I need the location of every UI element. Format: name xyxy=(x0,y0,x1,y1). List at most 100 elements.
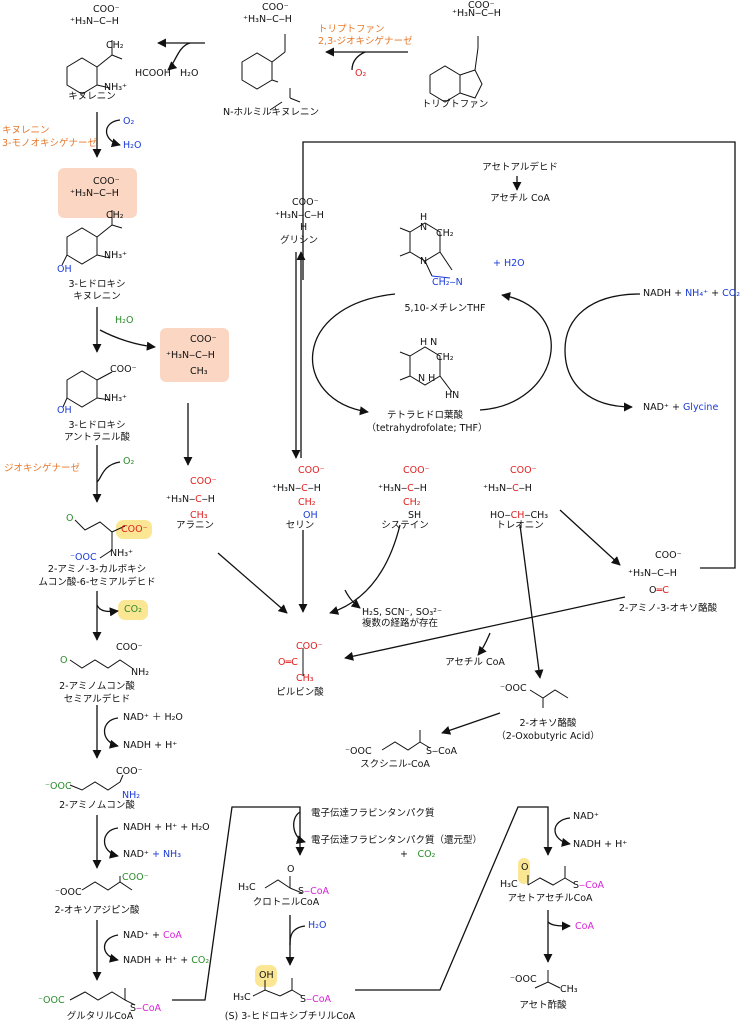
ams-structure xyxy=(69,659,133,669)
threonine-group: ⁺H₃N‒C‒H xyxy=(483,483,532,494)
glut-structure xyxy=(69,988,136,1006)
o2-kmo: O₂ xyxy=(123,116,135,127)
dioxygenase-curve xyxy=(96,461,121,483)
thf-ch2a: CH₂ xyxy=(436,228,454,239)
formamidase-curve xyxy=(167,42,191,71)
acms-label: 2-アミノ-3-カルボキシ ムコン酸-6-セミアルデヒド xyxy=(38,564,156,588)
glut-ooc: ⁻OOC xyxy=(38,995,65,1006)
aob-coo: COO⁻ xyxy=(655,550,682,561)
ams-label: 2-アミノムコン酸 セミアルデヒド xyxy=(59,681,135,705)
hbd-curve xyxy=(554,817,571,847)
aac-s: S‒CoA xyxy=(573,880,605,891)
kmo-curve xyxy=(105,119,121,148)
h2o-formamidase: H₂O xyxy=(180,68,199,79)
alanine-label: アラニン xyxy=(175,520,215,531)
succinyl-label: スクシニル-CoA xyxy=(360,759,430,770)
am-ooc: ⁻OOC xyxy=(45,781,72,792)
cys-products-branch xyxy=(344,589,361,609)
glut-s: S‒CoA xyxy=(130,1003,162,1014)
oxo-ooc: ⁻OOC xyxy=(55,887,82,898)
kynurenine-coo: COO⁻ xyxy=(93,4,120,15)
co2-decarb: CO₂ xyxy=(124,604,142,615)
thf-ch2b: CH₂ xyxy=(436,352,454,363)
am-label: 2-アミノムコン酸 xyxy=(59,800,135,811)
methylene-thf-label: 5,10-メチレンTHF xyxy=(404,303,486,314)
h2o-shmt: + H2O xyxy=(493,258,525,269)
aob-group: ⁺H₃N‒C‒H xyxy=(628,568,677,579)
glycine-group: ⁺H₃N‒C‒H xyxy=(275,210,324,221)
thf-n2: N xyxy=(420,256,428,267)
hb-structure xyxy=(252,978,303,997)
enzyme-tdo-label: トリプトファン 2,3-ジオキシゲナーゼ xyxy=(318,24,413,47)
loop-top-line xyxy=(302,141,736,569)
pyruvate-ch3: CH₃ xyxy=(296,673,314,684)
succinyl-ooc: ⁻OOC xyxy=(345,746,372,757)
aac-label: アセトアセチルCoA xyxy=(507,893,593,904)
hk-ch2: CH₂ xyxy=(106,210,124,221)
enzyme-dioxygenase-label: ジオキシゲナーゼ xyxy=(4,463,81,474)
oxo-coo: COO⁻ xyxy=(122,872,149,883)
aob-label: 2-アミノ-3-オキソ酪酸 xyxy=(618,603,718,614)
hb-oh: OH xyxy=(259,970,274,981)
h2o-kmo: H₂O xyxy=(123,140,142,151)
crot-o: O xyxy=(287,864,295,875)
serine-oh: OH xyxy=(303,510,318,521)
oxobut-structure xyxy=(529,689,569,708)
thf-cycle-left xyxy=(311,293,396,416)
aac-h3c: H₃C xyxy=(500,879,518,890)
h2o-crotonase: H₂O xyxy=(308,920,327,931)
kynurenine-group: ⁺H₃N‒C‒H xyxy=(70,16,119,27)
haa-label: 3-ヒドロキシ アントラニル酸 xyxy=(63,420,131,443)
thf-hn2: HN xyxy=(445,390,460,401)
acms-structure xyxy=(74,519,126,559)
glycine-coo: COO⁻ xyxy=(292,197,319,208)
enzyme-kmo-label: キヌレニン 3-モノオキシゲナーゼ xyxy=(2,125,97,149)
pyruvate-coo: COO⁻ xyxy=(296,641,323,652)
nad-oxo: NAD⁺ + CoA xyxy=(123,930,182,941)
hb-h3c: H₃C xyxy=(233,992,251,1003)
glycine-h: H xyxy=(300,222,308,233)
arrow-oxobutyrate-to-succ xyxy=(441,712,501,735)
oxo-label: 2-オキソアジピン酸 xyxy=(54,905,140,916)
nad-reduce: NAD⁺ + NH₃ xyxy=(123,849,182,860)
acetylcoa-top-label: アセチル CoA xyxy=(490,193,550,204)
pyruvate-label: ピルビン酸 xyxy=(276,687,324,698)
am-coo: COO⁻ xyxy=(116,766,143,777)
tryptophan-group: ⁺H₃N‒C‒H xyxy=(452,8,501,19)
nad-ams: NAD⁺ ＋ H₂O xyxy=(123,712,183,723)
am-nh2: NH₂ xyxy=(122,790,141,801)
co2-highlight xyxy=(118,600,148,620)
aa-label: アセト酢酸 xyxy=(519,1000,567,1011)
ams-o: O xyxy=(60,655,68,666)
acetaldehyde-label: アセトアルデヒド xyxy=(482,162,558,173)
cysteine-coo: COO⁻ xyxy=(403,465,430,476)
crotonase-curve xyxy=(289,925,306,946)
gcs-cycle-upper xyxy=(564,293,641,351)
hk-group: ⁺H₃N‒C‒H xyxy=(70,188,119,199)
o2-tdo-curve xyxy=(351,51,366,71)
nadh-gcs: NADH + NH₄⁺ + CO₂ xyxy=(643,288,740,299)
aac-o1: O xyxy=(521,862,529,873)
oxobutyrate-ooc: ⁻OOC xyxy=(500,683,527,694)
acetylcoa-mid-label: アセチル CoA xyxy=(445,657,505,668)
serine-group: ⁺H₃N‒C‒H xyxy=(272,483,321,494)
kynurenine-structure xyxy=(66,40,123,95)
aob-acetylcoa-branch xyxy=(477,632,491,656)
etf-label: 電子伝達フラビンタンパク質 xyxy=(311,808,435,819)
arrow-thr-to-aob xyxy=(559,509,621,566)
o2-tdo: O₂ xyxy=(355,68,367,79)
thf-hn: H N xyxy=(420,337,438,348)
kynureninase-curve xyxy=(99,329,156,351)
hk-label: 3-ヒドロキシ キヌレニン xyxy=(68,279,126,302)
cysteine-ch2: CH₂ xyxy=(403,497,421,508)
kynurenine-nh3: NH₃⁺ xyxy=(104,82,128,93)
etf-reduced-label: 電子伝達フラビンタンパク質（還元型） xyxy=(311,835,483,846)
thf-structure xyxy=(399,346,453,393)
pyruvate-co: O═C xyxy=(278,657,298,668)
gcdh-curve xyxy=(293,811,306,844)
haa-oh: OH xyxy=(57,405,72,416)
hydroxykynurenine-highlight xyxy=(58,168,137,218)
aob-co: O═C xyxy=(649,585,669,596)
threonine-label: トレオニン xyxy=(496,520,544,531)
